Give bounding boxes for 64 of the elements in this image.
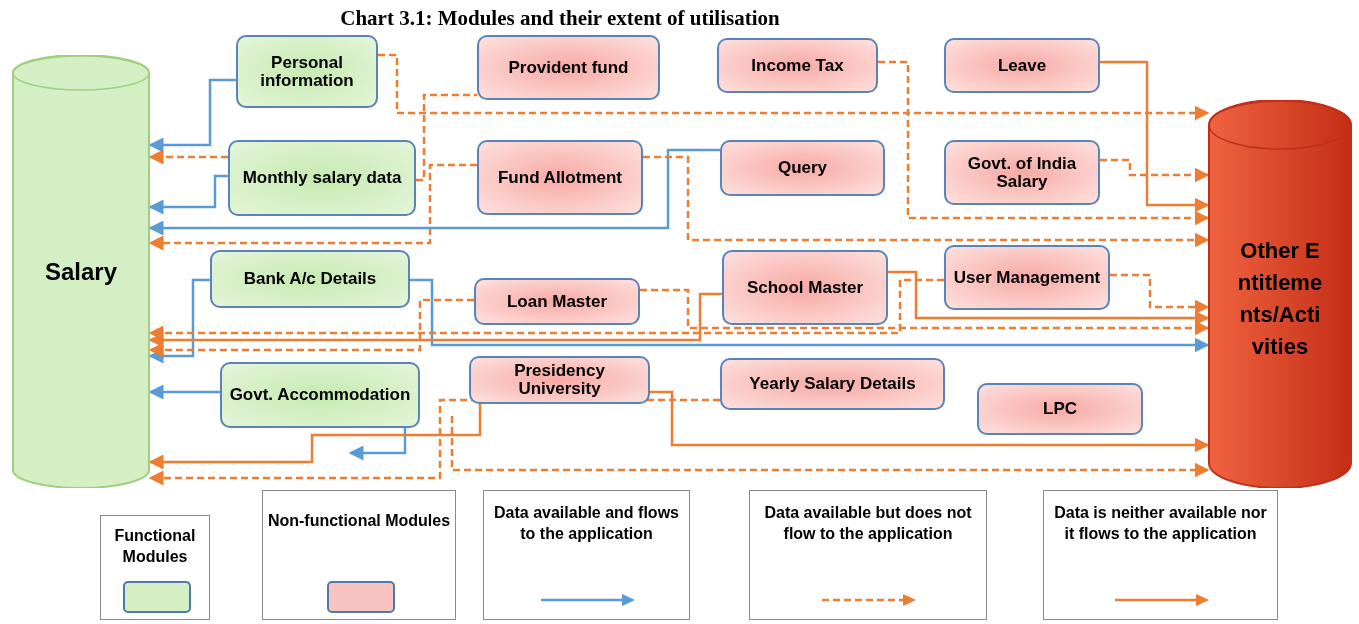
module-label: Other Entitlements/Activities — [1236, 237, 1324, 361]
module-label: Leave — [997, 56, 1047, 75]
module-label: Govt. Accommodation — [229, 386, 411, 404]
module-label: Yearly Salary Details — [749, 375, 916, 393]
arrow — [148, 278, 210, 364]
arrow — [148, 384, 220, 400]
arrow — [148, 404, 482, 470]
module-label: Income Tax — [751, 56, 844, 75]
functional-module-box — [236, 35, 378, 108]
arrow — [888, 270, 1210, 326]
module-label: Fund Allotment — [498, 168, 622, 187]
arrow — [1100, 158, 1210, 183]
module-label: Bank A/c Details — [243, 270, 377, 288]
arrow — [410, 278, 1210, 353]
arrow — [650, 390, 1210, 453]
legend-label: Data is neither available nor it flows to the application — [1053, 503, 1268, 544]
non-functional-module-box — [477, 35, 660, 100]
arrow — [148, 298, 474, 358]
non-functional-module-box — [720, 358, 945, 410]
arrow — [148, 163, 477, 251]
arrow — [148, 148, 720, 236]
arrow — [148, 78, 236, 153]
non-functional-module-box — [477, 140, 643, 215]
arrow — [640, 288, 1210, 336]
arrow — [450, 416, 1210, 478]
chart-title: Chart 3.1: Modules and their extent of utilisation — [339, 6, 781, 31]
arrow — [1110, 273, 1210, 315]
functional-module-box — [228, 140, 416, 216]
non-functional-module-box — [720, 140, 885, 196]
arrow — [348, 428, 407, 461]
module-label: Query — [777, 159, 828, 177]
arrow — [148, 149, 228, 165]
arrow — [148, 278, 944, 341]
arrow — [643, 155, 1210, 248]
module-label: Personal information — [259, 53, 355, 90]
legend-label: Non-functional Modules — [267, 511, 451, 531]
arrow — [878, 60, 1210, 226]
non-functional-module-box — [944, 38, 1100, 93]
non-functional-module-box — [944, 245, 1110, 310]
module-label: LPC — [1043, 400, 1077, 418]
arrow — [148, 398, 720, 486]
legend-label: Data available and flows to the application — [493, 503, 680, 544]
non-functional-module-box — [977, 383, 1143, 435]
module-label: Govt. of India Salary — [966, 154, 1078, 191]
arrow — [148, 174, 228, 215]
module-label: Loan Master — [506, 292, 608, 311]
module-label: User Management — [953, 268, 1101, 287]
module-label: Presidency University — [513, 362, 606, 398]
non-functional-module-box — [474, 278, 640, 325]
non-functional-module-box — [722, 250, 888, 325]
legend-label: Data available but does not flow to the application — [763, 503, 973, 544]
module-label: School Master — [746, 278, 864, 297]
arrow — [1100, 60, 1210, 213]
arrow — [148, 292, 722, 348]
functional-module-box — [210, 250, 410, 308]
non-functional-module-box — [717, 38, 878, 93]
module-label: Salary — [44, 258, 118, 285]
non-functional-module-box — [469, 356, 650, 404]
non-functional-module-box — [944, 140, 1100, 205]
arrow — [378, 53, 1210, 121]
functional-module-box — [220, 362, 420, 428]
module-label: Monthly salary data — [242, 169, 402, 187]
module-label: Provident fund — [508, 58, 629, 77]
legend-label: Functional Modules — [113, 526, 197, 567]
